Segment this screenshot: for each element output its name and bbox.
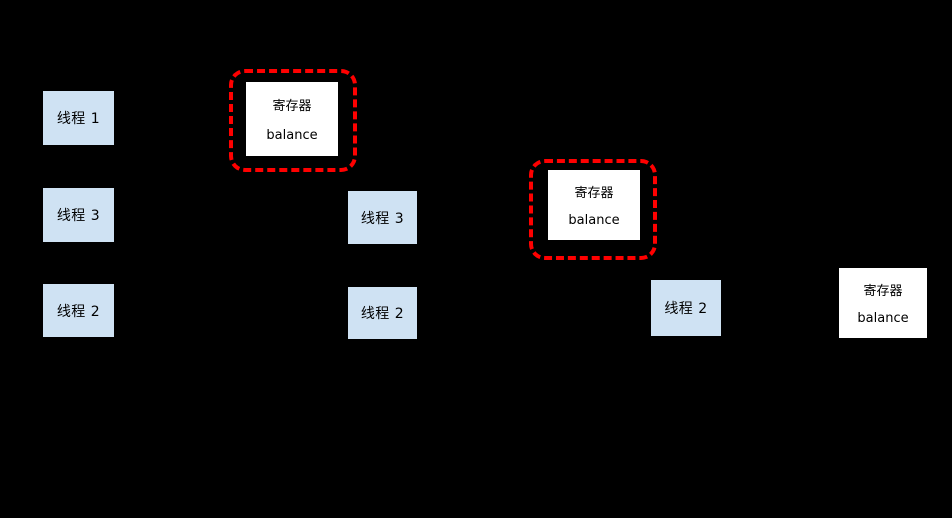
- thread-2-box-stage-2: 线程 2: [348, 287, 417, 339]
- register-name-label: 寄存器: [574, 186, 614, 201]
- thread-2-box-stage-3: 线程 2: [651, 280, 721, 336]
- register-name-label: 寄存器: [863, 284, 903, 299]
- register-name-label: 寄存器: [272, 99, 312, 115]
- register-box-stage-3: 寄存器 balance: [839, 268, 927, 338]
- thread-2-box-stage-1: 线程 2: [43, 284, 114, 337]
- register-variable-label: balance: [568, 213, 620, 228]
- thread-3-box-stage-2: 线程 3: [348, 191, 417, 244]
- thread-1-box-stage-1: 线程 1: [43, 91, 114, 145]
- register-highlight-stage-1: 寄存器 balance: [229, 69, 357, 172]
- register-highlight-stage-2: 寄存器 balance: [529, 159, 657, 260]
- thread-3-box-stage-1: 线程 3: [43, 188, 114, 242]
- register-box-stage-2: 寄存器 balance: [548, 170, 640, 240]
- register-variable-label: balance: [857, 311, 909, 326]
- register-variable-label: balance: [266, 127, 318, 143]
- register-box-stage-1: 寄存器 balance: [246, 82, 338, 156]
